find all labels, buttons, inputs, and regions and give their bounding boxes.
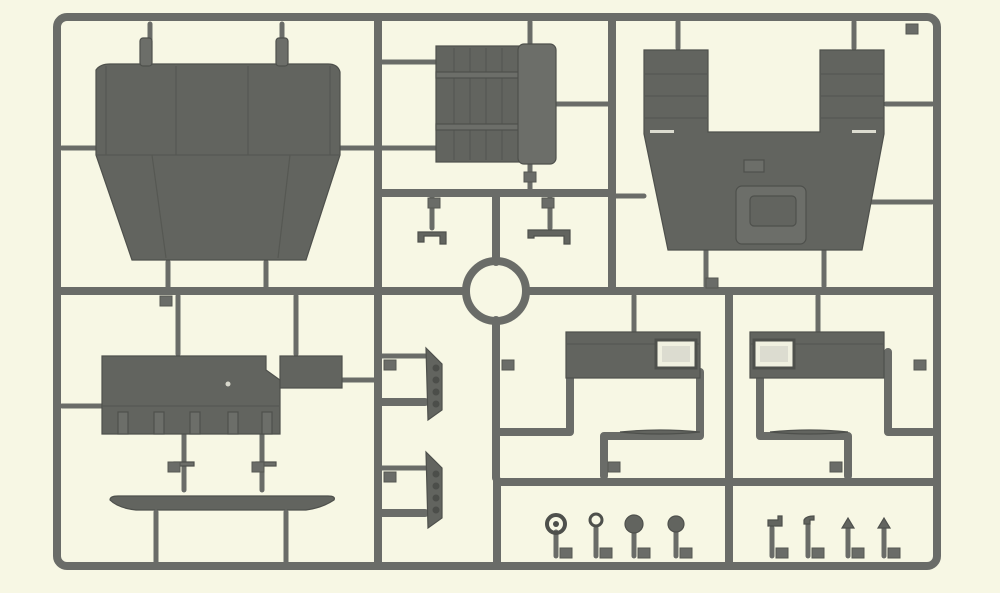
part-tag bbox=[829, 461, 843, 473]
part-tag bbox=[167, 461, 181, 473]
part-tag bbox=[501, 359, 515, 371]
central-ring bbox=[462, 257, 530, 325]
runner-plate-left bbox=[496, 348, 574, 436]
part-thin-strips bbox=[619, 429, 849, 435]
small-parts-left-group bbox=[545, 512, 685, 559]
part-tag bbox=[637, 547, 651, 559]
small-parts-right-group bbox=[767, 515, 892, 559]
part-roof-plate bbox=[109, 495, 335, 565]
part-tag bbox=[811, 547, 825, 559]
part-tag bbox=[159, 295, 173, 307]
part-number-tags bbox=[159, 23, 927, 559]
part-tag bbox=[599, 547, 613, 559]
sprue-frame bbox=[53, 13, 941, 570]
part-tag bbox=[913, 359, 927, 371]
part-tag bbox=[679, 547, 693, 559]
part-tag bbox=[427, 197, 441, 209]
part-cab-floor bbox=[613, 19, 935, 289]
part-tag bbox=[905, 23, 919, 35]
part-step-rack-1 bbox=[379, 346, 443, 422]
part-chassis-block bbox=[59, 293, 377, 493]
part-tag bbox=[705, 277, 719, 289]
part-tag bbox=[851, 547, 865, 559]
part-tag bbox=[775, 547, 789, 559]
part-cab-body bbox=[59, 21, 377, 291]
part-tag bbox=[559, 547, 573, 559]
runner-plate-right bbox=[884, 348, 936, 436]
part-step-rack-2 bbox=[379, 450, 443, 530]
runner-strip-left bbox=[600, 368, 704, 480]
part-tag bbox=[383, 471, 397, 483]
part-tag bbox=[383, 359, 397, 371]
part-door bbox=[377, 19, 613, 193]
part-side-panel-right bbox=[749, 293, 885, 379]
part-tag bbox=[607, 461, 621, 473]
part-tag bbox=[523, 171, 537, 183]
part-tag bbox=[251, 461, 265, 473]
part-tag bbox=[887, 547, 901, 559]
runner-strip-right bbox=[756, 368, 852, 480]
part-side-panel-left bbox=[565, 293, 701, 379]
part-tag bbox=[541, 197, 555, 209]
